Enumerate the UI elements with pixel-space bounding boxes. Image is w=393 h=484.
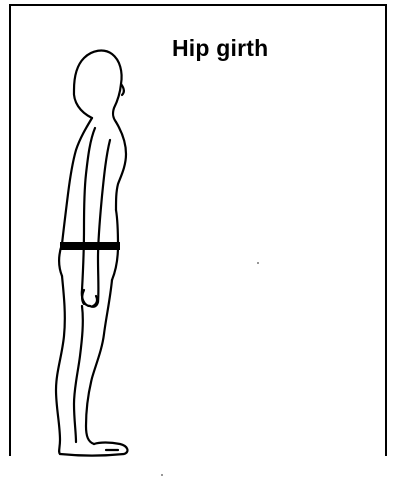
arm-back-outline xyxy=(82,128,95,306)
inner-leg-outline xyxy=(74,306,83,442)
hand-outline xyxy=(82,290,97,306)
leg-back-outline xyxy=(56,276,65,454)
hip-girth-band xyxy=(60,242,120,250)
scan-speck xyxy=(257,262,259,264)
scan-speck xyxy=(161,474,163,476)
leg-front-outline xyxy=(86,280,112,444)
head-outline xyxy=(74,51,122,122)
face-profile xyxy=(121,84,124,95)
back-outline xyxy=(62,118,92,244)
arm-front-outline xyxy=(90,140,110,307)
chest-outline xyxy=(116,122,126,210)
